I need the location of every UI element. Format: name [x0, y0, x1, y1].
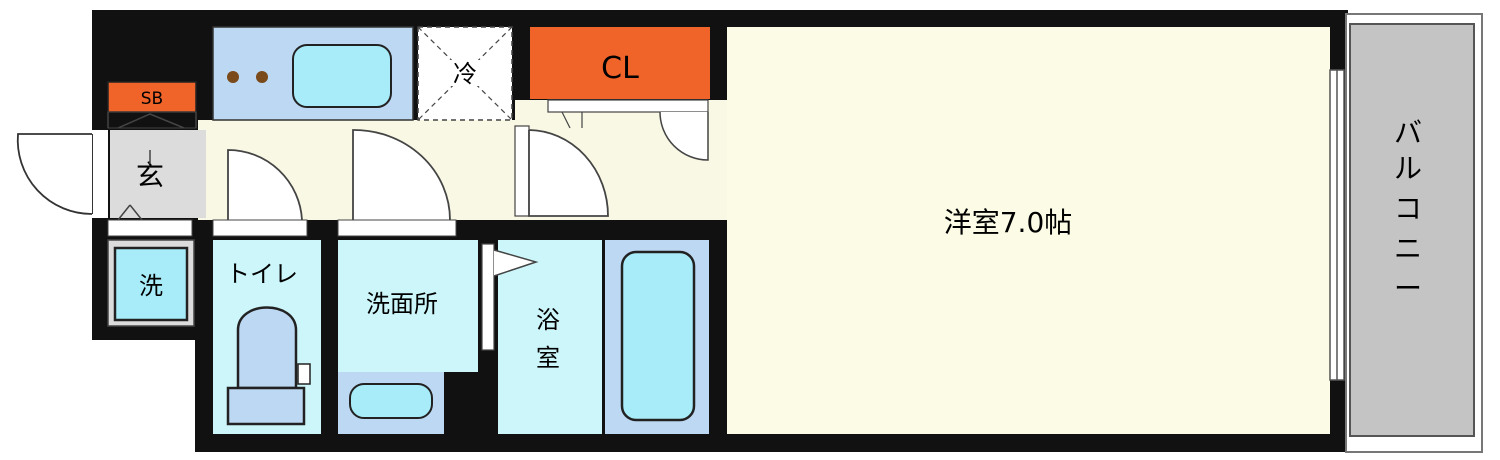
bathroom-label-1: 浴 — [536, 306, 560, 334]
toilet-icon — [236, 306, 298, 390]
toilet-door[interactable] — [212, 149, 308, 237]
western-room-label: 洋室7.0帖 — [944, 206, 1073, 239]
room-door[interactable] — [514, 125, 609, 217]
washer-icon — [113, 246, 189, 322]
toilet-paper-icon — [297, 363, 311, 385]
washer-space: 洗 — [107, 239, 195, 327]
western-room: 洋室7.0帖 — [727, 27, 1330, 434]
closet-doors[interactable] — [547, 99, 709, 161]
balcony-label-4: ニ — [1394, 232, 1422, 265]
washroom-label: 洗面所 — [366, 290, 438, 318]
balcony: バ ル コ ニ ー — [1345, 13, 1483, 453]
kitchen-counter — [212, 26, 414, 121]
fridge-space: 冷 — [417, 26, 513, 121]
entrance-label: 玄 — [136, 159, 164, 192]
washbasin-icon — [349, 383, 433, 419]
kitchen-sink-icon — [292, 44, 392, 108]
bathroom-door[interactable] — [481, 243, 539, 351]
fridge-label: 冷 — [453, 60, 477, 88]
stove-burner-icon — [227, 71, 239, 83]
balcony-label-2: ル — [1394, 152, 1422, 185]
bathroom: 浴 室 — [498, 240, 709, 434]
washer-label: 洗 — [139, 272, 163, 300]
toilet-tank-icon — [226, 386, 306, 426]
entrance: 玄 — [110, 130, 206, 221]
stove-burner-icon — [256, 71, 268, 83]
shoe-box-label: SB — [141, 89, 163, 109]
washroom-door[interactable] — [337, 129, 457, 237]
sliding-window — [1329, 69, 1345, 381]
closet-label: CL — [601, 51, 639, 86]
closet: CL — [530, 27, 710, 99]
balcony-label-3: コ — [1394, 192, 1422, 225]
toilet-room: トイレ — [213, 240, 321, 434]
washer-door-frame — [107, 219, 193, 237]
toilet-label: トイレ — [226, 260, 298, 288]
balcony-label-5: ー — [1394, 272, 1422, 305]
shoe-box: SB — [107, 81, 197, 129]
front-door[interactable] — [16, 130, 108, 218]
bathtub-icon — [620, 250, 696, 422]
washroom: 洗面所 — [338, 240, 478, 434]
bathroom-label-2: 室 — [536, 344, 560, 372]
balcony-label-1: バ — [1394, 116, 1422, 149]
